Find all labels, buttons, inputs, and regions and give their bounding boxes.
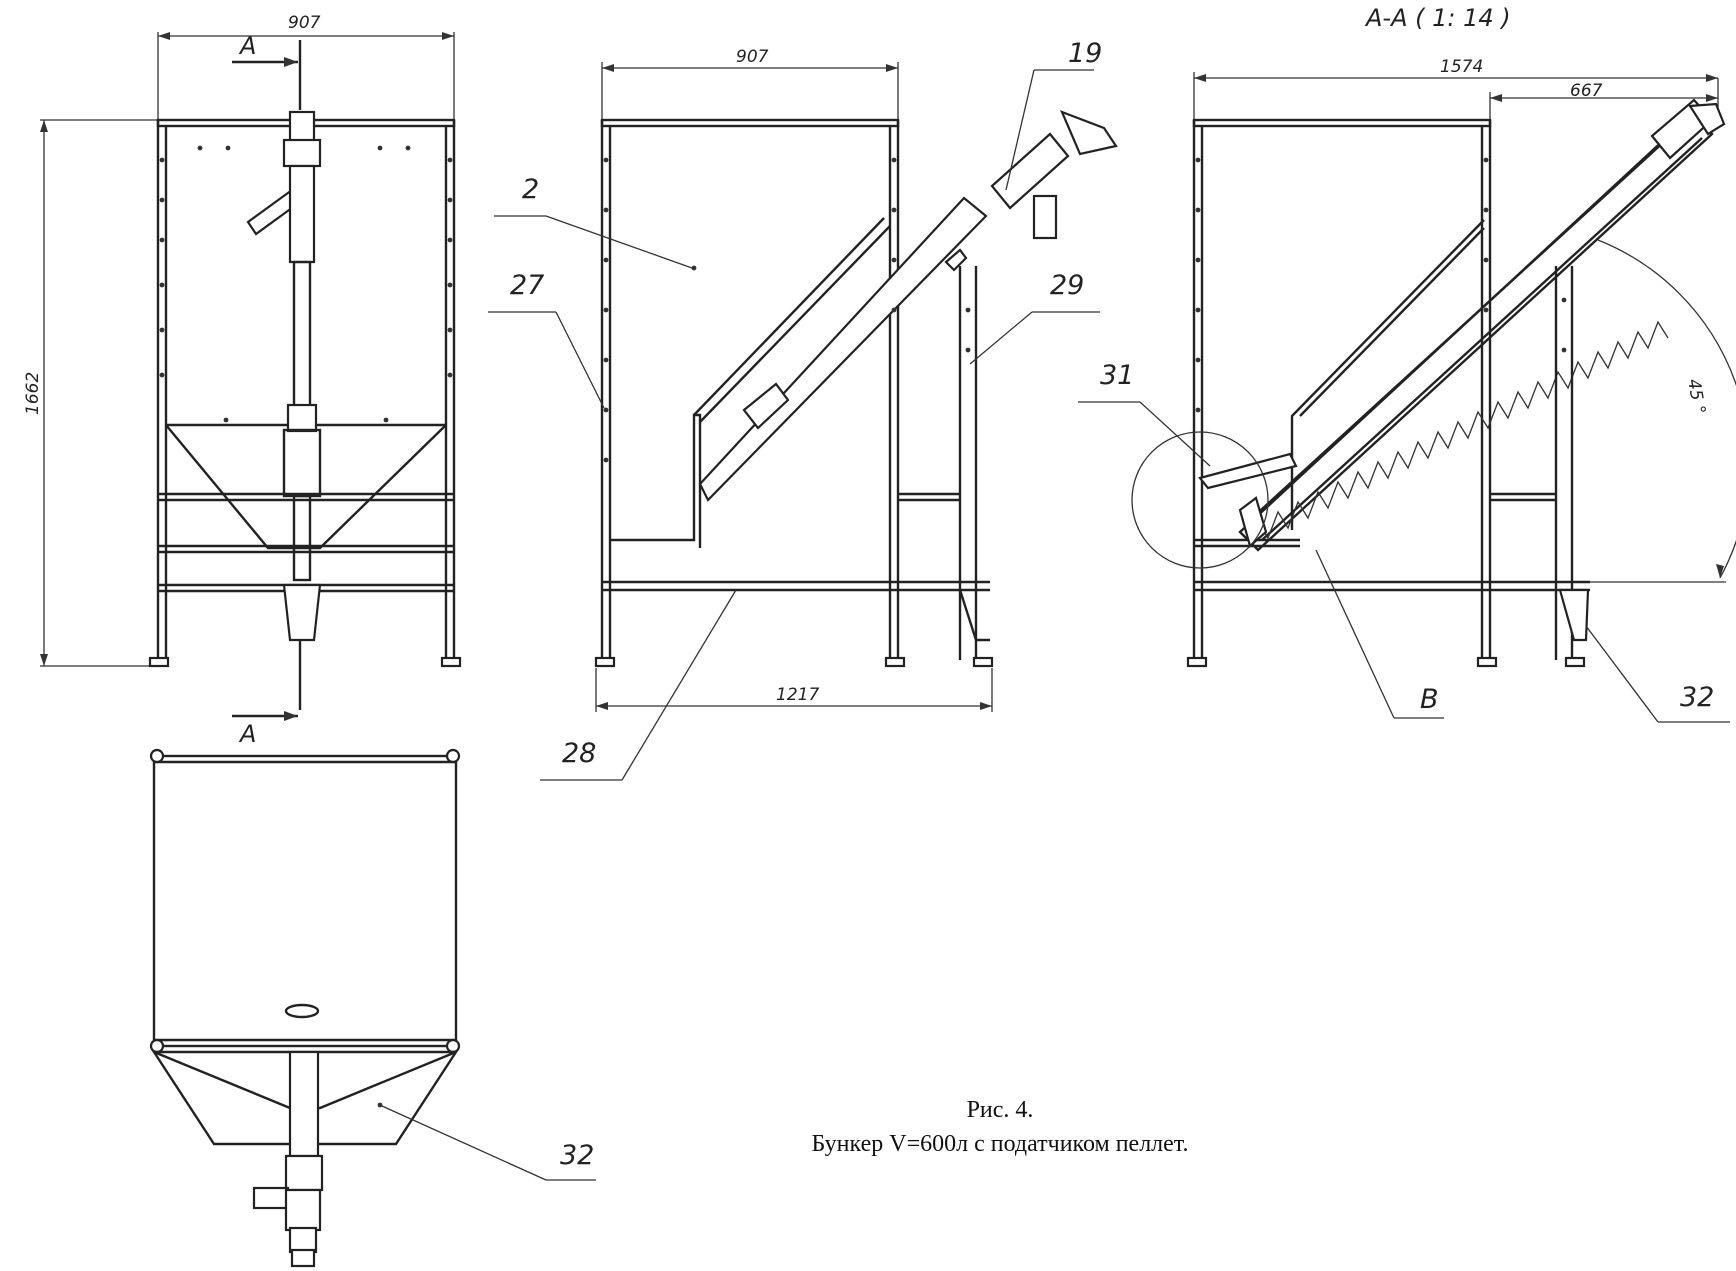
- callout-32-top: 32: [560, 1140, 594, 1171]
- dim-side-width: 907: [736, 47, 769, 67]
- callout-19: 19: [1068, 38, 1102, 69]
- section-mark-top: A: [238, 32, 256, 60]
- callout-31: 31: [1100, 360, 1134, 391]
- dim-side-base: 1217: [776, 685, 819, 705]
- section-mark-bottom: A: [238, 720, 256, 748]
- dim-section-feeder: 667: [1570, 81, 1603, 101]
- callout-28: 28: [562, 738, 596, 769]
- figure-number: Рис. 4.: [966, 1097, 1034, 1123]
- dim-section-angle: 45 °: [1683, 377, 1709, 415]
- callout-B: B: [1420, 684, 1439, 715]
- section-title: A-A ( 1: 14 ): [1364, 4, 1511, 32]
- callout-29: 29: [1050, 270, 1084, 301]
- side-view: 907: [594, 47, 1118, 712]
- callouts: 19 2 27 29 28 31 B 32 32: [381, 38, 1730, 1181]
- dim-front-width: 907: [288, 13, 321, 33]
- top-view: [149, 748, 461, 1268]
- figure-caption: Бункер V=600л с податчиком пеллет.: [811, 1131, 1189, 1157]
- callout-27: 27: [510, 270, 544, 301]
- callout-2: 2: [522, 174, 539, 205]
- section-view: A-A ( 1: 14 ) 1574 667: [1131, 4, 1736, 668]
- dim-section-width: 1574: [1440, 57, 1483, 77]
- dim-front-height: 1662: [23, 372, 43, 415]
- callout-32-section: 32: [1680, 682, 1714, 713]
- front-view: 907 1662 A: [23, 13, 462, 748]
